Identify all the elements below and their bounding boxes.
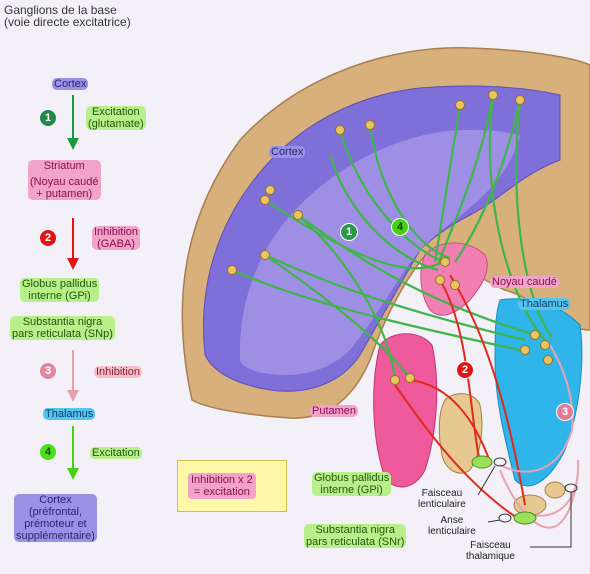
flow-snp-line-2: pars reticulata (SNp) — [12, 328, 113, 340]
flow-step-1-line-1: Excitation — [91, 106, 140, 118]
flow-step-4-label: Excitation — [90, 447, 142, 459]
globus-pallidus-shape — [438, 393, 483, 474]
diagram-anse-lenticulaire-label: Anse lenticulaire — [428, 515, 476, 537]
summary-box-text: Inhibition x 2 = excitation — [188, 473, 256, 499]
flow-step-2-number: 2 — [40, 230, 56, 246]
diagram-anse-lenticulaire-line-1: Anse — [440, 515, 464, 526]
diagram-snr-label: Substantia nigra pars reticulata (SNr) — [304, 524, 407, 548]
diagram-snr-line-1: Substantia nigra — [315, 524, 395, 536]
putamen-shape — [373, 333, 438, 488]
diagram-faisceau-thalamique-label: Faisceau thalamique — [466, 540, 515, 562]
flow-snp-line-1: Substantia nigra — [22, 316, 103, 328]
pointer-lines — [477, 465, 572, 548]
diagram-gpi-label: Globus pallidus interne (GPi) — [312, 472, 392, 496]
diagram-faisceau-lenticulaire-label: Faisceau lenticulaire — [418, 488, 466, 510]
inner-matter — [239, 129, 520, 375]
snr-shape-2 — [544, 481, 566, 499]
flow-step-2-line-1: Inhibition — [94, 226, 139, 238]
flow-step-1-label: Excitation (glutamate) — [86, 106, 146, 130]
rose-pathways — [499, 344, 580, 529]
flow-cortex-top: Cortex — [52, 78, 89, 90]
thalamus-shape — [494, 298, 583, 487]
flow-cortex-bottom-line-2: (préfrontal, — [28, 506, 83, 518]
flow-thalamus: Thalamus — [43, 408, 96, 420]
title-line-1: Ganglions de la base — [4, 3, 117, 17]
flow-cortex-bottom-line-4: supplémentaire) — [16, 530, 95, 542]
summary-box: Inhibition x 2 = excitation — [177, 460, 287, 512]
pointer-circles — [493, 457, 578, 523]
flow-step-3-label: Inhibition — [94, 366, 143, 378]
green-pathways — [231, 94, 553, 381]
flow-gpi-line-1: Globus pallidus — [22, 278, 98, 290]
title-line-2: (voie directe excitatrice) — [4, 15, 131, 29]
flow-arrows — [67, 95, 79, 480]
diagram-putamen-label: Putamen — [310, 405, 359, 417]
summary-box-line-2: = excitation — [193, 486, 250, 498]
flow-step-2-label: Inhibition (GABA) — [92, 226, 141, 250]
flow-striatum-line-3: + putamen) — [36, 188, 93, 200]
diagram-noyau-caude-label: Noyau caudé — [490, 276, 559, 288]
flow-striatum: Striatum (Noyau caudé + putamen) — [28, 160, 101, 200]
diagram-anse-lenticulaire-line-2: lenticulaire — [428, 526, 476, 537]
page-title: Ganglions de la base (voie directe excit… — [4, 4, 131, 28]
diagram-gpi-line-2: interne (GPi) — [320, 484, 383, 496]
flow-cortex-bottom: Cortex (préfrontal, prémoteur et supplém… — [14, 494, 97, 542]
flow-cortex-bottom-line-1: Cortex — [39, 494, 72, 506]
neuron-dots — [227, 90, 553, 385]
diagram-num-1: 1 — [340, 223, 358, 241]
red-pathways — [394, 274, 526, 521]
caudate-shape — [420, 242, 488, 316]
diagram-cortex-label: Cortex — [269, 146, 306, 158]
flow-striatum-line-1: Striatum — [43, 160, 85, 172]
flow-gpi: Globus pallidus interne (GPi) — [20, 278, 100, 302]
flow-gpi-line-2: interne (GPi) — [28, 290, 91, 302]
flow-step-4-number: 4 — [40, 444, 56, 460]
summary-box-line-1: Inhibition x 2 — [191, 474, 253, 486]
flow-step-1-line-2: (glutamate) — [88, 118, 144, 130]
diagram-thalamus-label: Thalamus — [518, 298, 571, 310]
flow-cortex-bottom-line-3: prémoteur et — [24, 518, 87, 530]
flow-step-2-line-2: (GABA) — [97, 238, 135, 250]
flow-step-1-number: 1 — [40, 110, 56, 126]
diagram-snr-line-2: pars reticulata (SNr) — [306, 536, 405, 548]
flow-striatum-line-2: (Noyau caudé — [30, 176, 99, 188]
diagram-faisceau-lenticulaire-line-2: lenticulaire — [418, 499, 466, 510]
diagram-faisceau-thalamique-line-2: thalamique — [466, 551, 515, 562]
diagram-num-3: 3 — [556, 403, 574, 421]
diagram-num-2: 2 — [456, 361, 474, 379]
flow-snp: Substantia nigra pars reticulata (SNp) — [10, 316, 115, 340]
diagram-faisceau-lenticulaire-line-1: Faisceau — [421, 488, 463, 499]
flow-step-3-number: 3 — [40, 363, 56, 379]
gpi-clusters — [471, 455, 537, 525]
diagram-gpi-line-1: Globus pallidus — [314, 472, 390, 484]
diagram-faisceau-thalamique-line-1: Faisceau — [470, 540, 511, 551]
diagram-num-4: 4 — [391, 218, 409, 236]
